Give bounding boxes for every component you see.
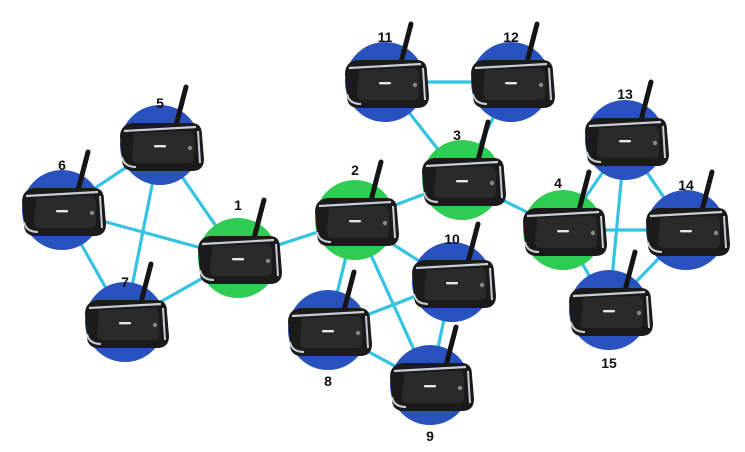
node-label: 1 — [234, 197, 242, 213]
node-label: 2 — [351, 162, 359, 178]
node-label: 14 — [678, 177, 694, 193]
node-12: 12 — [471, 21, 555, 122]
node-1: 1 — [198, 197, 282, 298]
node-10: 10 — [412, 221, 496, 322]
bluetooth-intercom-device-icon — [422, 119, 506, 206]
node-label: 6 — [58, 157, 66, 173]
bluetooth-intercom-device-icon — [390, 324, 474, 411]
bluetooth-intercom-device-icon — [120, 84, 204, 171]
node-7: 7 — [85, 261, 169, 362]
bluetooth-intercom-device-icon — [412, 221, 496, 308]
node-label: 15 — [601, 355, 617, 371]
node-label: 9 — [426, 428, 434, 444]
node-3: 3 — [422, 119, 506, 220]
bluetooth-intercom-device-icon — [85, 261, 169, 348]
bluetooth-intercom-device-icon — [523, 169, 607, 256]
node-9: 9 — [390, 324, 474, 444]
bluetooth-intercom-device-icon — [569, 249, 653, 336]
bluetooth-intercom-device-icon — [315, 159, 399, 246]
bluetooth-intercom-device-icon — [471, 21, 555, 108]
node-label: 11 — [378, 29, 393, 45]
node-14: 14 — [646, 169, 730, 270]
node-label: 8 — [324, 373, 332, 389]
node-11: 11 — [345, 21, 429, 122]
node-label: 7 — [121, 274, 129, 290]
node-4: 4 — [523, 169, 607, 270]
node-15: 15 — [569, 249, 653, 371]
bluetooth-intercom-device-icon — [345, 21, 429, 108]
node-13: 13 — [585, 79, 669, 180]
node-5: 5 — [120, 84, 204, 185]
bluetooth-intercom-device-icon — [585, 79, 669, 166]
node-label: 12 — [503, 29, 519, 45]
node-label: 3 — [453, 127, 461, 143]
node-8: 8 — [288, 269, 372, 389]
bluetooth-intercom-device-icon — [22, 149, 106, 236]
node-label: 5 — [156, 95, 164, 111]
node-6: 6 — [22, 149, 106, 250]
node-label: 4 — [554, 175, 562, 191]
node-label: 10 — [444, 231, 460, 247]
node-label: 13 — [617, 86, 633, 102]
node-2: 2 — [315, 159, 399, 260]
bluetooth-intercom-device-icon — [646, 169, 730, 256]
bluetooth-intercom-device-icon — [198, 197, 282, 284]
bluetooth-intercom-device-icon — [288, 269, 372, 356]
